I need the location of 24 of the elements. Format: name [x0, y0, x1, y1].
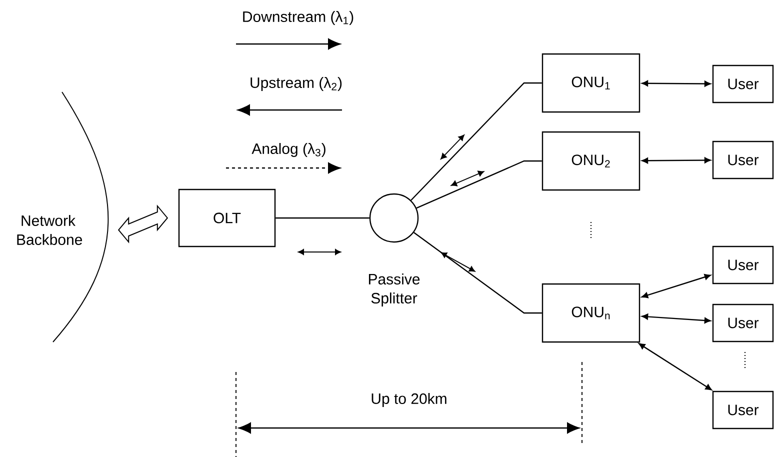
arrow: [642, 80, 711, 87]
user-box: User: [712, 64, 774, 104]
user-box: User: [712, 390, 774, 430]
connector: [276, 217, 370, 219]
connector: [416, 160, 542, 209]
device-box: OLT: [178, 188, 276, 248]
arrow: [642, 314, 711, 324]
legend-label: Upstream (λ$_{2}$): [250, 77, 342, 91]
node-label: Passive Splitter: [368, 273, 420, 306]
legend-label: Downstream (λ$_{1}$): [243, 11, 354, 25]
user-box: User: [712, 140, 774, 180]
connector: [414, 232, 542, 314]
device-box: ONU$_{n}$: [542, 283, 640, 343]
user-box: User: [712, 246, 774, 284]
user-box: User: [712, 304, 774, 342]
connector: [410, 82, 542, 201]
device-box: ONU$_{2}$: [542, 131, 640, 191]
device-box: ONU$_{1}$: [542, 53, 640, 113]
arrow: [638, 343, 712, 390]
arrow: [642, 274, 711, 298]
legend-label: Analog (λ$_{3}$): [252, 143, 326, 157]
arrow: [642, 157, 711, 164]
dimension-label: Up to 20km: [372, 393, 446, 407]
node-label: Network Backbone: [17, 214, 82, 245]
